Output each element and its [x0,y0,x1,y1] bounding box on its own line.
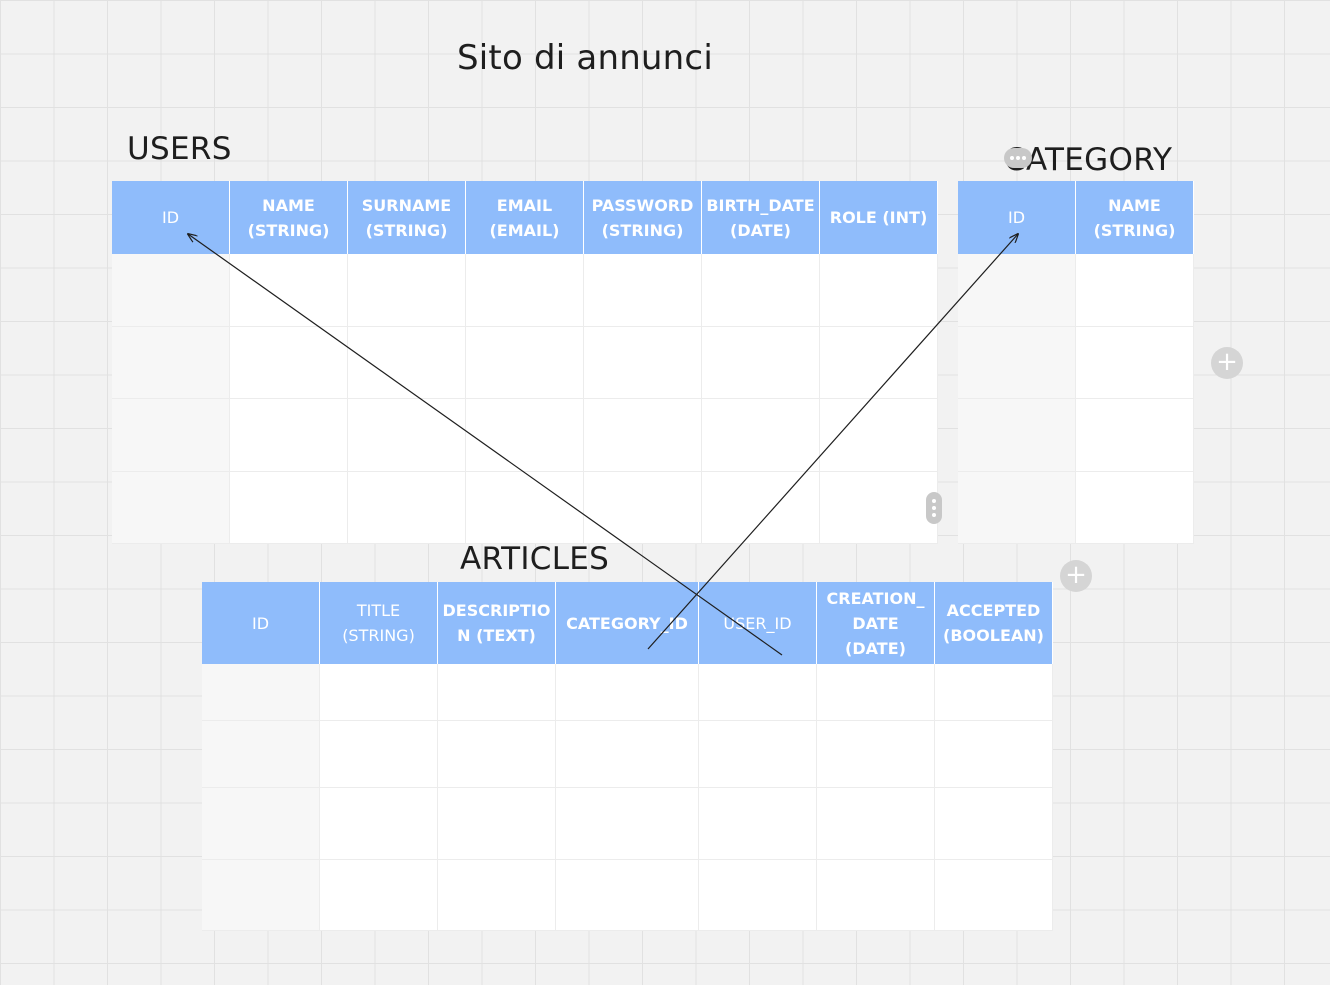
articles-cell[interactable] [438,860,556,931]
articles-cell[interactable] [699,664,817,721]
users-cell[interactable] [112,326,230,399]
articles-cell[interactable] [438,721,556,788]
users-cell[interactable] [820,399,938,472]
articles-header-accepted[interactable]: ACCEPTED (BOOLEAN) [935,582,1053,664]
articles-cell[interactable] [699,721,817,788]
users-cell[interactable] [230,471,348,544]
users-cell[interactable] [820,471,938,544]
users-table-label[interactable]: USERS [127,131,232,167]
articles-header-id[interactable]: ID [202,582,320,664]
users-header-email[interactable]: EMAIL (EMAIL) [466,181,584,254]
articles-header-descriptio[interactable]: DESCRIPTIO N (TEXT) [438,582,556,664]
articles-header-category-id[interactable]: CATEGORY_ID [556,582,699,664]
articles-cell[interactable] [817,664,935,721]
category-header-id[interactable]: ID [958,181,1076,254]
articles-cell[interactable] [556,788,699,860]
users-header-name[interactable]: NAME (STRING) [230,181,348,254]
users-cell[interactable] [466,471,584,544]
category-cell[interactable] [958,399,1076,472]
users-header-password[interactable]: PASSWORD (STRING) [584,181,702,254]
users-header-role-int[interactable]: ROLE (INT) [820,181,938,254]
users-cell[interactable] [584,326,702,399]
users-cell[interactable] [348,471,466,544]
category-cell[interactable] [1076,326,1194,399]
articles-cell[interactable] [935,788,1053,860]
articles-cell[interactable] [438,788,556,860]
articles-table-label[interactable]: ARTICLES [460,541,610,577]
articles-cell[interactable] [556,721,699,788]
articles-header-user-id[interactable]: USER_ID [699,582,817,664]
users-cell[interactable] [112,254,230,327]
users-cell[interactable] [112,471,230,544]
articles-cell[interactable] [320,664,438,721]
users-cell[interactable] [820,326,938,399]
articles-cell[interactable] [320,860,438,931]
users-cell[interactable] [348,399,466,472]
add-row-plus-icon[interactable]: + [1060,560,1092,592]
articles-cell[interactable] [817,860,935,931]
articles-cell[interactable] [556,664,699,721]
category-cell[interactable] [958,326,1076,399]
articles-cell[interactable] [699,788,817,860]
articles-cell[interactable] [202,721,320,788]
users-cell[interactable] [230,254,348,327]
category-cell[interactable] [1076,254,1194,327]
category-cell[interactable] [958,471,1076,544]
users-cell[interactable] [466,399,584,472]
articles-cell[interactable] [320,788,438,860]
category-cell[interactable] [958,254,1076,327]
articles-cell[interactable] [202,860,320,931]
articles-cell[interactable] [202,788,320,860]
users-cell[interactable] [702,471,820,544]
articles-cell[interactable] [556,860,699,931]
articles-header-title[interactable]: TITLE (STRING) [320,582,438,664]
more-options-icon[interactable] [926,492,942,524]
board-title[interactable]: Sito di annunci [457,38,713,78]
users-cell[interactable] [702,326,820,399]
users-cell[interactable] [230,326,348,399]
articles-cell[interactable] [438,664,556,721]
articles-cell[interactable] [817,788,935,860]
articles-cell[interactable] [320,721,438,788]
category-header-name[interactable]: NAME (STRING) [1076,181,1194,254]
users-cell[interactable] [466,326,584,399]
users-cell[interactable] [584,471,702,544]
articles-cell[interactable] [817,721,935,788]
users-cell[interactable] [112,399,230,472]
users-cell[interactable] [584,399,702,472]
users-cell[interactable] [702,399,820,472]
category-cell[interactable] [1076,399,1194,472]
users-cell[interactable] [820,254,938,327]
users-header-id[interactable]: ID [112,181,230,254]
articles-cell[interactable] [699,860,817,931]
users-cell[interactable] [466,254,584,327]
articles-cell[interactable] [935,721,1053,788]
articles-header-creation[interactable]: CREATION_ DATE (DATE) [817,582,935,664]
users-cell[interactable] [230,399,348,472]
articles-cell[interactable] [935,860,1053,931]
users-cell[interactable] [348,326,466,399]
articles-cell[interactable] [935,664,1053,721]
users-cell[interactable] [584,254,702,327]
users-header-birth-date[interactable]: BIRTH_DATE (DATE) [702,181,820,254]
articles-cell[interactable] [202,664,320,721]
category-cell[interactable] [1076,471,1194,544]
add-column-plus-icon[interactable]: + [1211,347,1243,379]
users-cell[interactable] [702,254,820,327]
users-cell[interactable] [348,254,466,327]
users-header-surname[interactable]: SURNAME (STRING) [348,181,466,254]
comment-icon[interactable] [1004,148,1032,168]
category-table-label[interactable]: CATEGORY [1004,142,1173,178]
